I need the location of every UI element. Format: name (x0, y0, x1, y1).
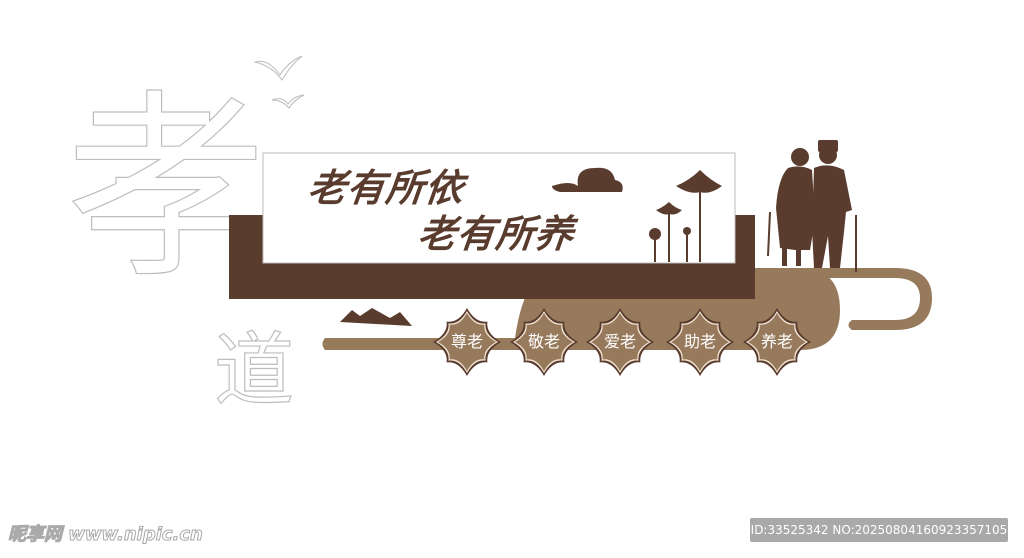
badge-label: 助老 (683, 332, 716, 351)
badge-fill (591, 313, 649, 371)
banner-line-1: 老有所依 (305, 166, 467, 210)
badge-fill (515, 313, 573, 371)
badge-label: 尊老 (450, 332, 483, 351)
banner-line-2: 老有所养 (415, 212, 577, 256)
cloud-icon (552, 167, 623, 192)
banner-panel (262, 152, 736, 264)
bird-icon (253, 55, 303, 81)
badge-label: 养老 (760, 332, 793, 351)
badge-fill (438, 313, 496, 371)
bird-icon (271, 94, 305, 109)
watermark-logo: 昵享网 www.nipic.cn (8, 524, 204, 546)
mountain-icon (340, 308, 412, 326)
elderly-couple-icon (767, 140, 857, 272)
badge-fill (748, 313, 806, 371)
badge-fill (671, 313, 729, 371)
lotus-icon (649, 170, 722, 262)
badge-label: 爱老 (603, 332, 636, 351)
watermark-id: ID:33525342 NO:20250804160923357105 (750, 518, 1008, 542)
badge-group (433, 308, 811, 376)
badge-label: 敬老 (527, 332, 560, 351)
hook-line (755, 268, 932, 330)
dao-character: 道 (214, 324, 294, 417)
